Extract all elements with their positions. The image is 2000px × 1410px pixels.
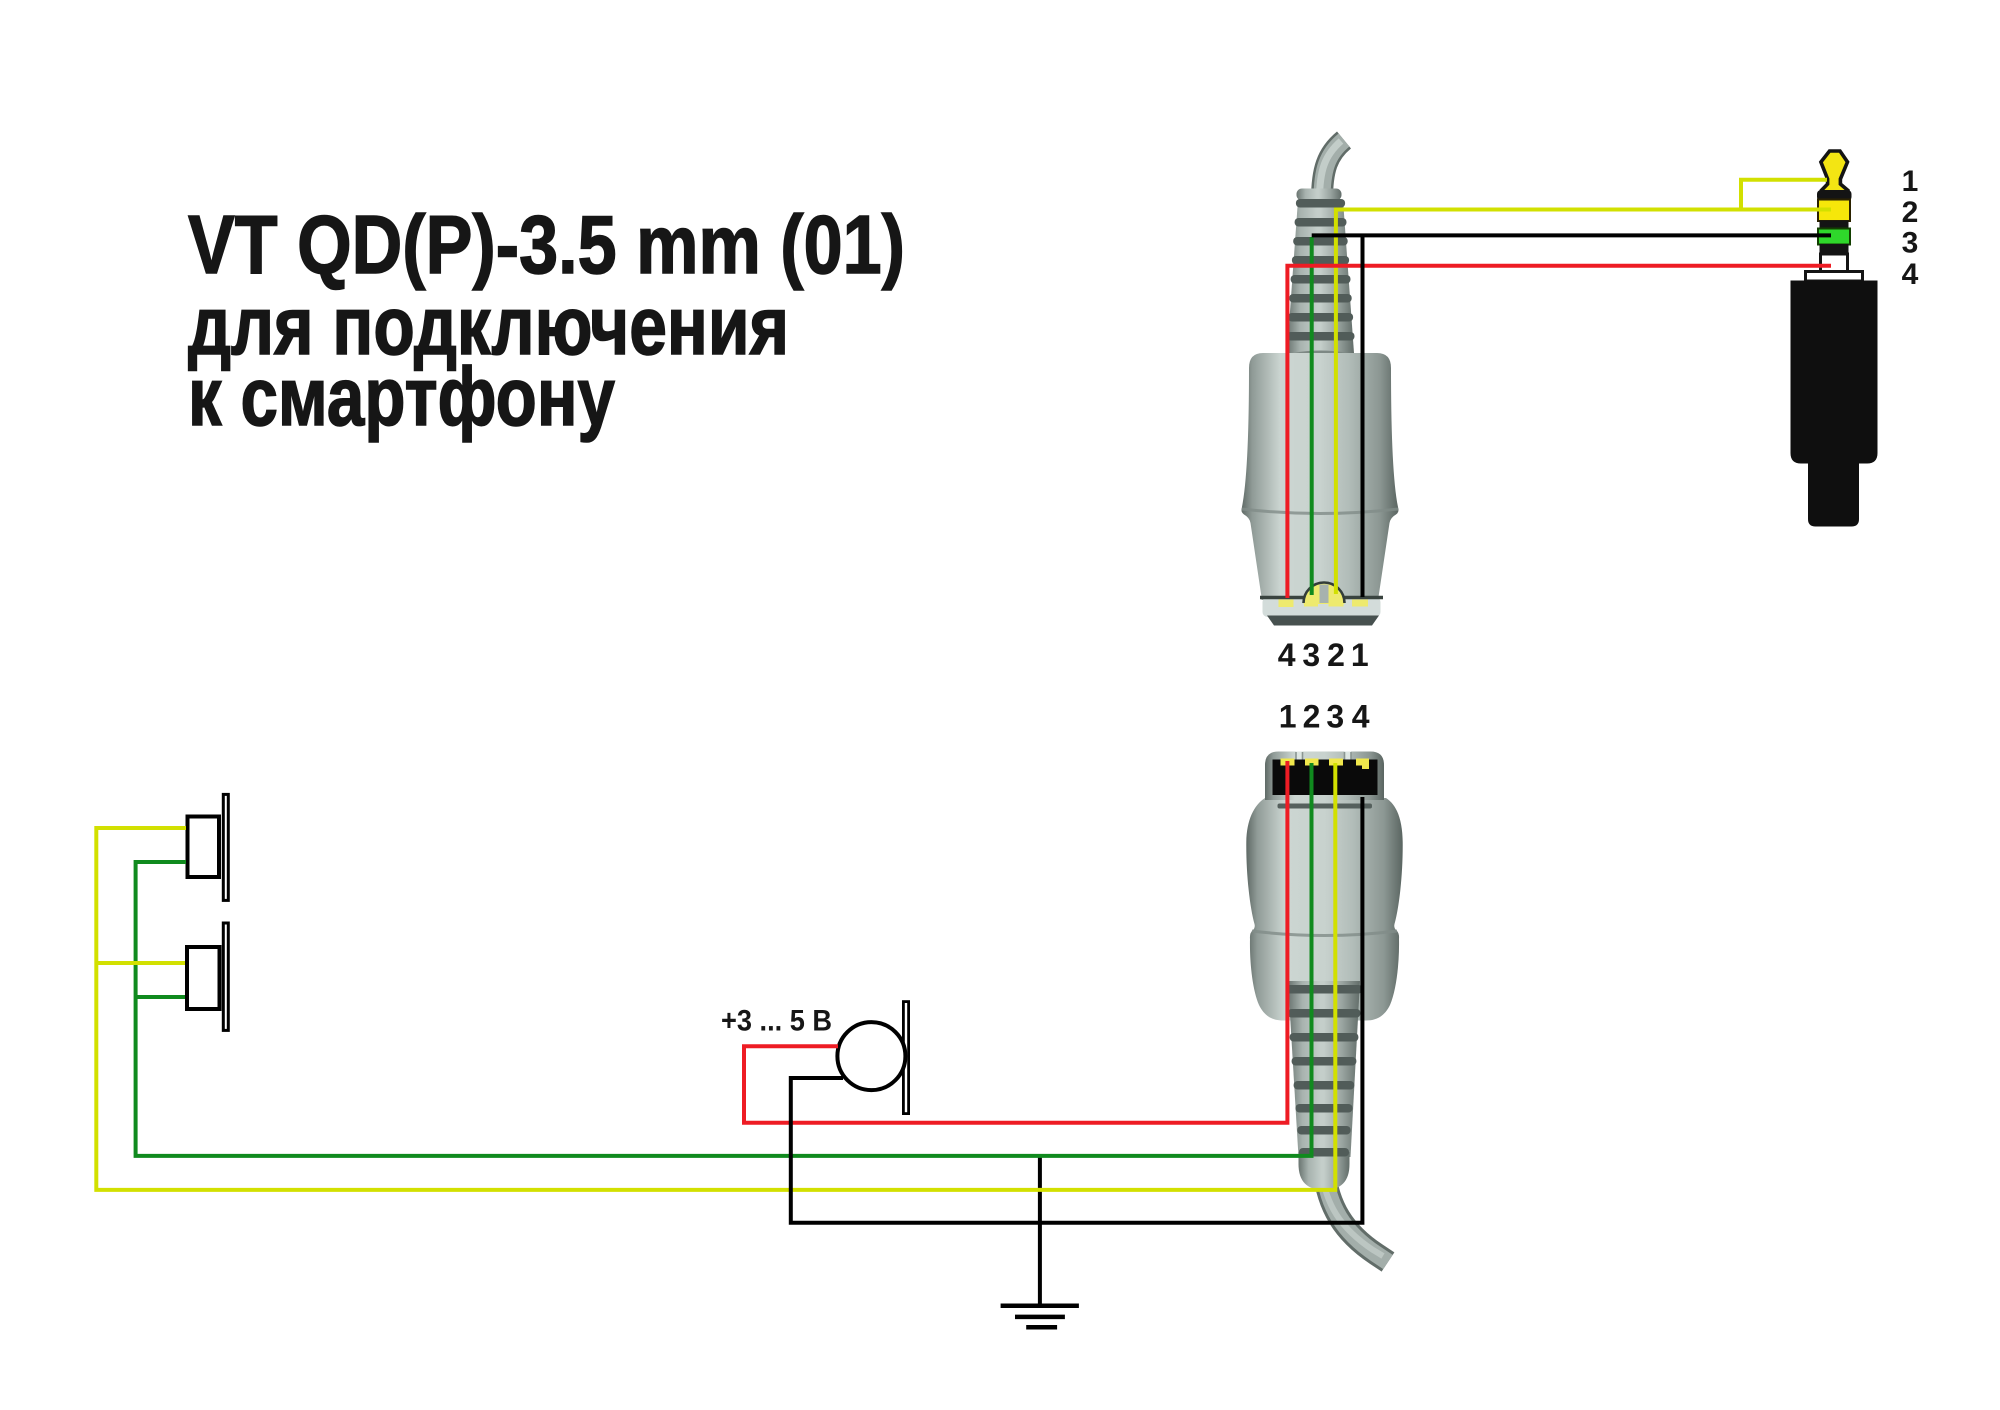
svg-text:2: 2: [1303, 699, 1321, 735]
svg-text:VT QD(P)-3.5 mm (01): VT QD(P)-3.5 mm (01): [188, 198, 905, 291]
svg-text:3: 3: [1302, 637, 1320, 673]
svg-text:3: 3: [1326, 699, 1344, 735]
svg-text:3: 3: [1902, 227, 1919, 260]
svg-text:4: 4: [1902, 258, 1919, 291]
svg-text:1: 1: [1279, 699, 1297, 735]
svg-text:4: 4: [1352, 699, 1370, 735]
svg-text:2: 2: [1902, 196, 1919, 229]
svg-text:+3 ... 5 В: +3 ... 5 В: [721, 1005, 832, 1038]
svg-text:1: 1: [1902, 165, 1919, 198]
svg-text:1: 1: [1351, 637, 1369, 673]
svg-text:2: 2: [1327, 637, 1345, 673]
svg-text:к смартфону: к смартфону: [188, 350, 615, 443]
svg-text:4: 4: [1278, 637, 1296, 673]
svg-text:для подключения: для подключения: [188, 279, 789, 372]
